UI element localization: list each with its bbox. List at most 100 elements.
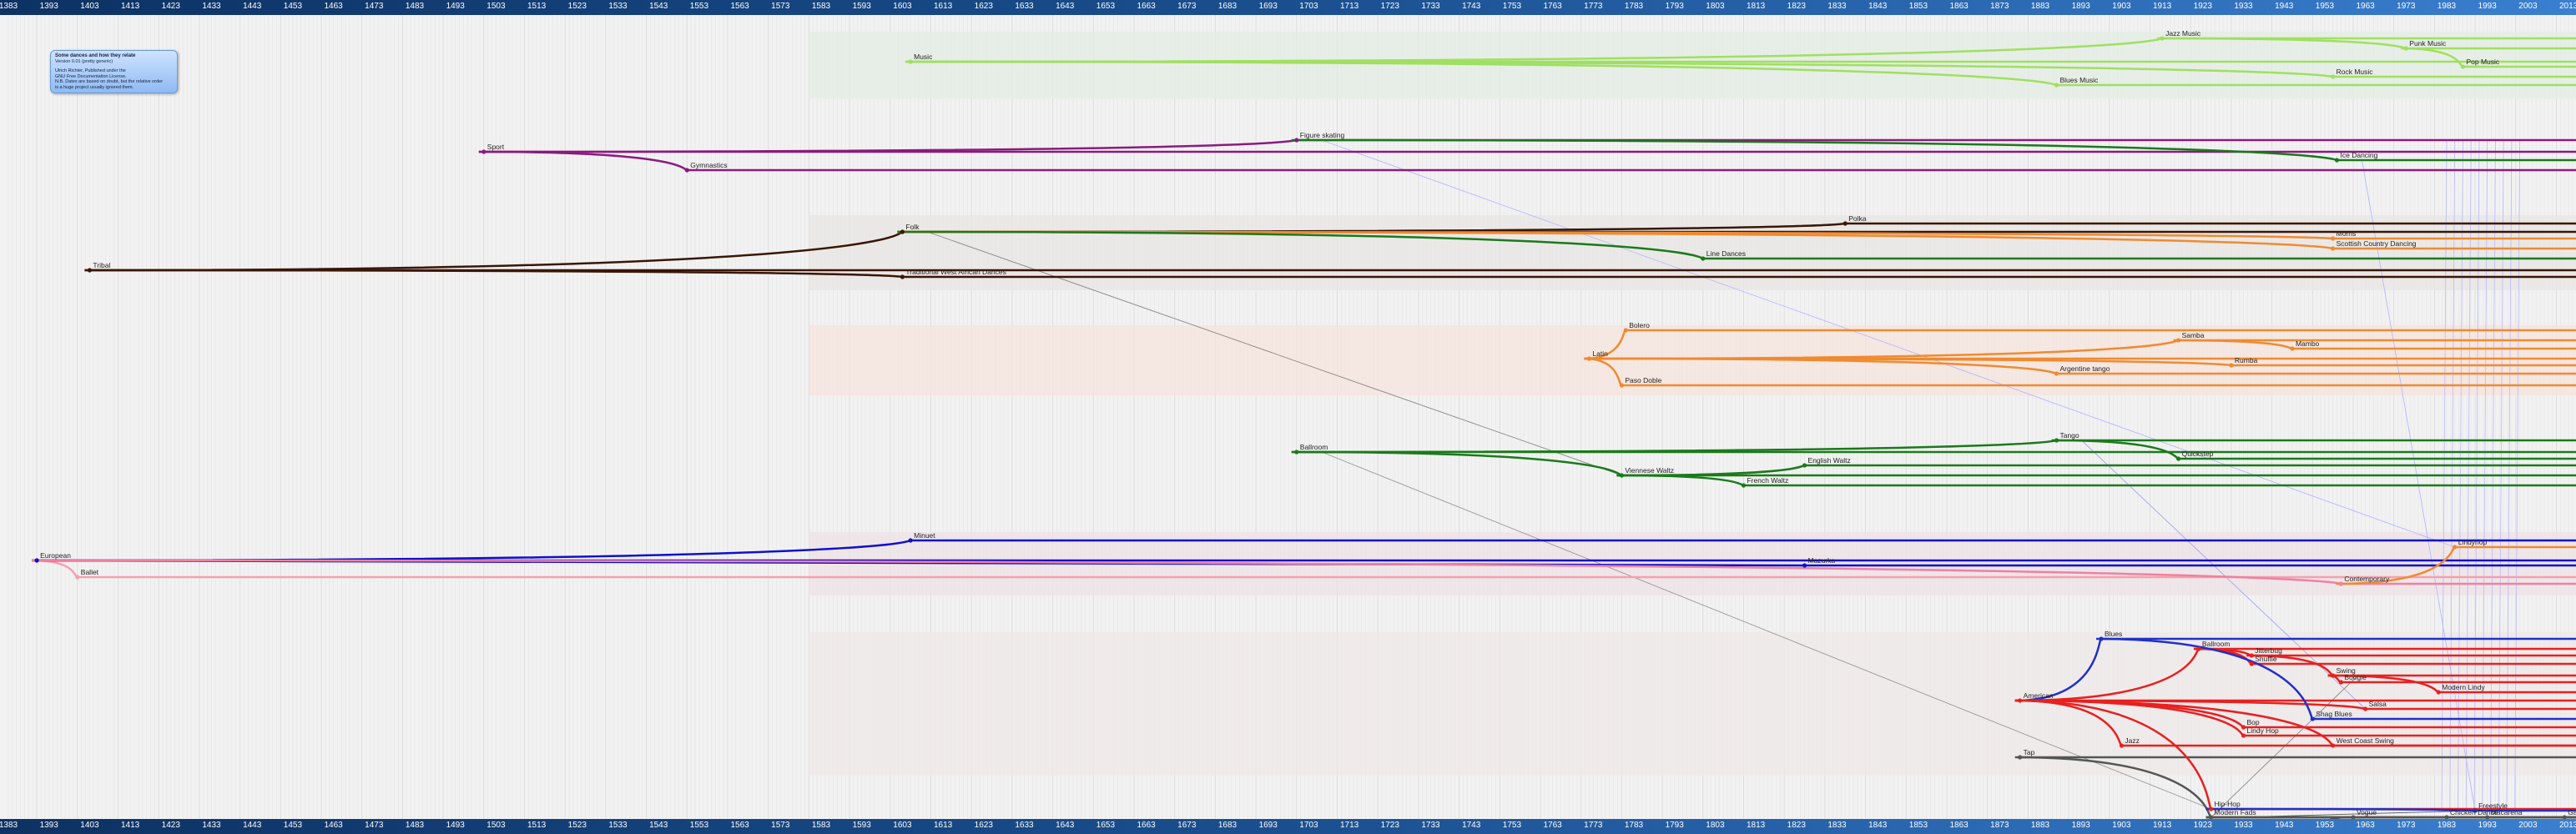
node-american[interactable] <box>2018 698 2023 703</box>
node-tribal[interactable] <box>87 268 92 273</box>
label-ballroom-am: Ballroom <box>2202 640 2231 648</box>
node-jazz[interactable] <box>2119 743 2124 748</box>
node-salsa[interactable] <box>2363 706 2368 711</box>
label-line-dances: Line Dances <box>1706 249 1746 258</box>
label-swing: Swing <box>2337 666 2356 675</box>
node-rumba[interactable] <box>2229 363 2234 368</box>
node-mazurka[interactable] <box>1802 563 1807 568</box>
label-tap: Tap <box>2024 748 2035 756</box>
year-tick-1613: 1613 <box>933 821 953 830</box>
node-argentine-tango[interactable] <box>2054 371 2059 376</box>
year-tick-1963: 1963 <box>2356 821 2375 830</box>
year-tick-1633: 1633 <box>1015 2 1034 11</box>
node-hip-hop[interactable] <box>2208 806 2214 811</box>
year-tick-1983: 1983 <box>2437 2 2457 11</box>
year-tick-1953: 1953 <box>2315 821 2335 830</box>
node-line-dances[interactable] <box>1701 256 1706 261</box>
node-ice-dancing[interactable] <box>2334 158 2340 163</box>
node-shag-blues[interactable] <box>2310 716 2315 721</box>
node-jazz-music[interactable] <box>2160 36 2165 41</box>
year-tick-1613: 1613 <box>933 2 953 11</box>
label-scottish-country: Scottish Country Dancing <box>2337 239 2417 248</box>
year-tick-1713: 1713 <box>1339 2 1359 11</box>
node-mambo[interactable] <box>2290 346 2295 351</box>
node-english-waltz[interactable] <box>1802 463 1807 468</box>
node-minuet[interactable] <box>908 538 913 543</box>
node-vogue[interactable] <box>2351 815 2356 819</box>
node-tap[interactable] <box>2018 755 2023 760</box>
node-french-waltz[interactable] <box>1741 483 1747 488</box>
node-boogie[interactable] <box>2338 680 2343 685</box>
label-modern-fads: Modern Fads <box>2215 808 2256 816</box>
node-paso-doble[interactable] <box>1619 383 1624 388</box>
label-english-waltz: English Waltz <box>1808 456 1851 465</box>
lineage-blues-music <box>905 60 2576 87</box>
label-jazz-music: Jazz Music <box>2165 29 2201 38</box>
label-tango: Tango <box>2059 431 2079 440</box>
year-tick-1593: 1593 <box>852 2 871 11</box>
node-bop[interactable] <box>2241 725 2246 730</box>
family-band <box>809 215 2576 290</box>
influence-link <box>1321 139 2455 548</box>
node-ballroom[interactable] <box>1294 450 1299 455</box>
node-polka[interactable] <box>1843 221 1848 226</box>
node-ballroom-am[interactable] <box>2196 646 2201 651</box>
year-tick-1383: 1383 <box>0 821 18 830</box>
label-blues-music: Blues Music <box>2059 76 2099 84</box>
node-scottish-country[interactable] <box>2331 246 2336 251</box>
node-lindy-hop[interactable] <box>2241 733 2246 738</box>
node-quickstep[interactable] <box>2175 456 2181 461</box>
node-contemporary[interactable] <box>2338 581 2343 586</box>
node-trad-west-african[interactable] <box>900 274 905 279</box>
label-moonwalk: Moonwalk <box>2328 818 2361 819</box>
year-tick-1623: 1623 <box>974 821 993 830</box>
node-bolero[interactable] <box>1623 328 1628 333</box>
node-gangnam[interactable] <box>2562 815 2567 819</box>
lineage-figure-skating <box>478 138 2576 153</box>
node-european[interactable] <box>34 558 39 563</box>
year-tick-1573: 1573 <box>771 821 790 830</box>
year-tick-1973: 1973 <box>2397 2 2416 11</box>
node-gymnastics[interactable] <box>684 168 689 173</box>
node-pop-music[interactable] <box>2460 64 2466 69</box>
node-samba[interactable] <box>2175 338 2181 343</box>
node-morris[interactable] <box>2331 236 2336 241</box>
node-chicken-dance[interactable] <box>2444 815 2449 819</box>
info-line-3: N.B. Dates are based on doubt, but the r… <box>55 79 164 84</box>
influence-link <box>1321 451 2211 810</box>
year-tick-1943: 1943 <box>2275 821 2294 830</box>
node-music[interactable] <box>908 59 913 64</box>
info-title: Some dances and how they relate <box>55 53 136 58</box>
node-lindyhop-top[interactable] <box>2452 545 2458 550</box>
year-tick-1563: 1563 <box>730 2 749 11</box>
node-macarena[interactable] <box>2485 815 2490 819</box>
label-latin: Latin <box>1592 349 1608 358</box>
node-tango[interactable] <box>2054 438 2059 443</box>
year-tick-1823: 1823 <box>1787 2 1806 11</box>
node-shuffle[interactable] <box>2249 661 2254 666</box>
node-freestyle[interactable] <box>2473 808 2478 813</box>
label-gangnam: Gangnam <box>2568 808 2576 816</box>
year-tick-1503: 1503 <box>486 2 506 11</box>
node-rock-music[interactable] <box>2331 74 2336 79</box>
node-swing[interactable] <box>2331 673 2336 678</box>
node-modern-lindy[interactable] <box>2436 690 2441 695</box>
node-jitterbug[interactable] <box>2249 653 2254 658</box>
year-tick-1433: 1433 <box>202 2 221 11</box>
node-west-coast-swing[interactable] <box>2331 743 2336 748</box>
node-punk-music[interactable] <box>2403 46 2408 51</box>
node-figure-skating[interactable] <box>1294 138 1299 143</box>
year-tick-1823: 1823 <box>1787 821 1806 830</box>
year-tick-1503: 1503 <box>486 821 506 830</box>
node-blues-music[interactable] <box>2054 83 2059 88</box>
node-viennese-waltz[interactable] <box>1619 473 1624 478</box>
node-latin[interactable] <box>1586 356 1592 361</box>
node-sport[interactable] <box>481 149 486 154</box>
node-modern-fads[interactable] <box>2208 815 2214 819</box>
node-folk[interactable] <box>900 229 905 234</box>
node-blues[interactable] <box>2099 636 2104 641</box>
year-tick-1443: 1443 <box>243 821 262 830</box>
node-ballet[interactable] <box>75 575 80 580</box>
year-tick-1843: 1843 <box>1868 2 1888 11</box>
year-tick-1793: 1793 <box>1665 821 1684 830</box>
